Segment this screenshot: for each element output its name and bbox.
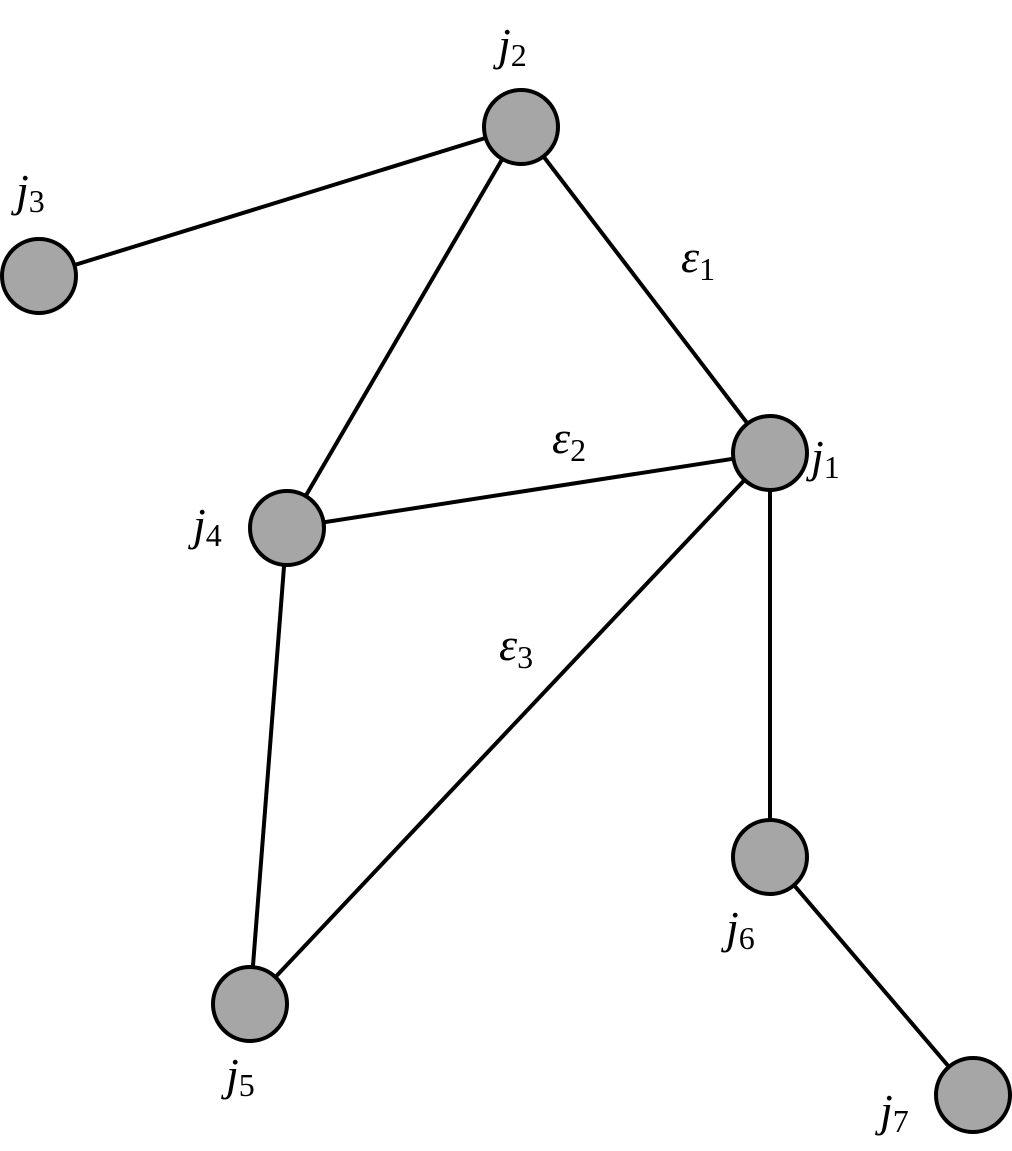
- node-label-j5: j5: [221, 1049, 255, 1103]
- node-label-j3: j3: [11, 165, 45, 219]
- edge-label-epsilon-2: ε2: [552, 412, 586, 468]
- node-j3: [0, 237, 78, 315]
- edge-j2-j1: [519, 125, 772, 455]
- node-label-j7: j7: [875, 1085, 909, 1139]
- edge-j2-j4: [285, 125, 523, 530]
- edge-label-epsilon-1: ε1: [681, 231, 715, 287]
- node-j4: [248, 489, 326, 567]
- node-j5: [211, 965, 289, 1043]
- node-j1: [731, 414, 809, 492]
- node-label-j4: j4: [188, 499, 222, 553]
- node-j7: [934, 1056, 1012, 1134]
- edge-j5-j1: [248, 451, 772, 1006]
- node-label-j1: j1: [806, 431, 840, 485]
- node-j6: [731, 818, 809, 896]
- edge-j4-j5: [248, 527, 289, 1005]
- edge-label-epsilon-3: ε3: [499, 619, 533, 675]
- edge-j4-j1: [286, 451, 771, 530]
- node-j2: [482, 88, 560, 166]
- node-label-j6: j6: [721, 902, 755, 956]
- node-label-j2: j2: [493, 19, 527, 73]
- edge-j2-j3: [38, 125, 522, 278]
- edge-j6-j7: [768, 855, 975, 1097]
